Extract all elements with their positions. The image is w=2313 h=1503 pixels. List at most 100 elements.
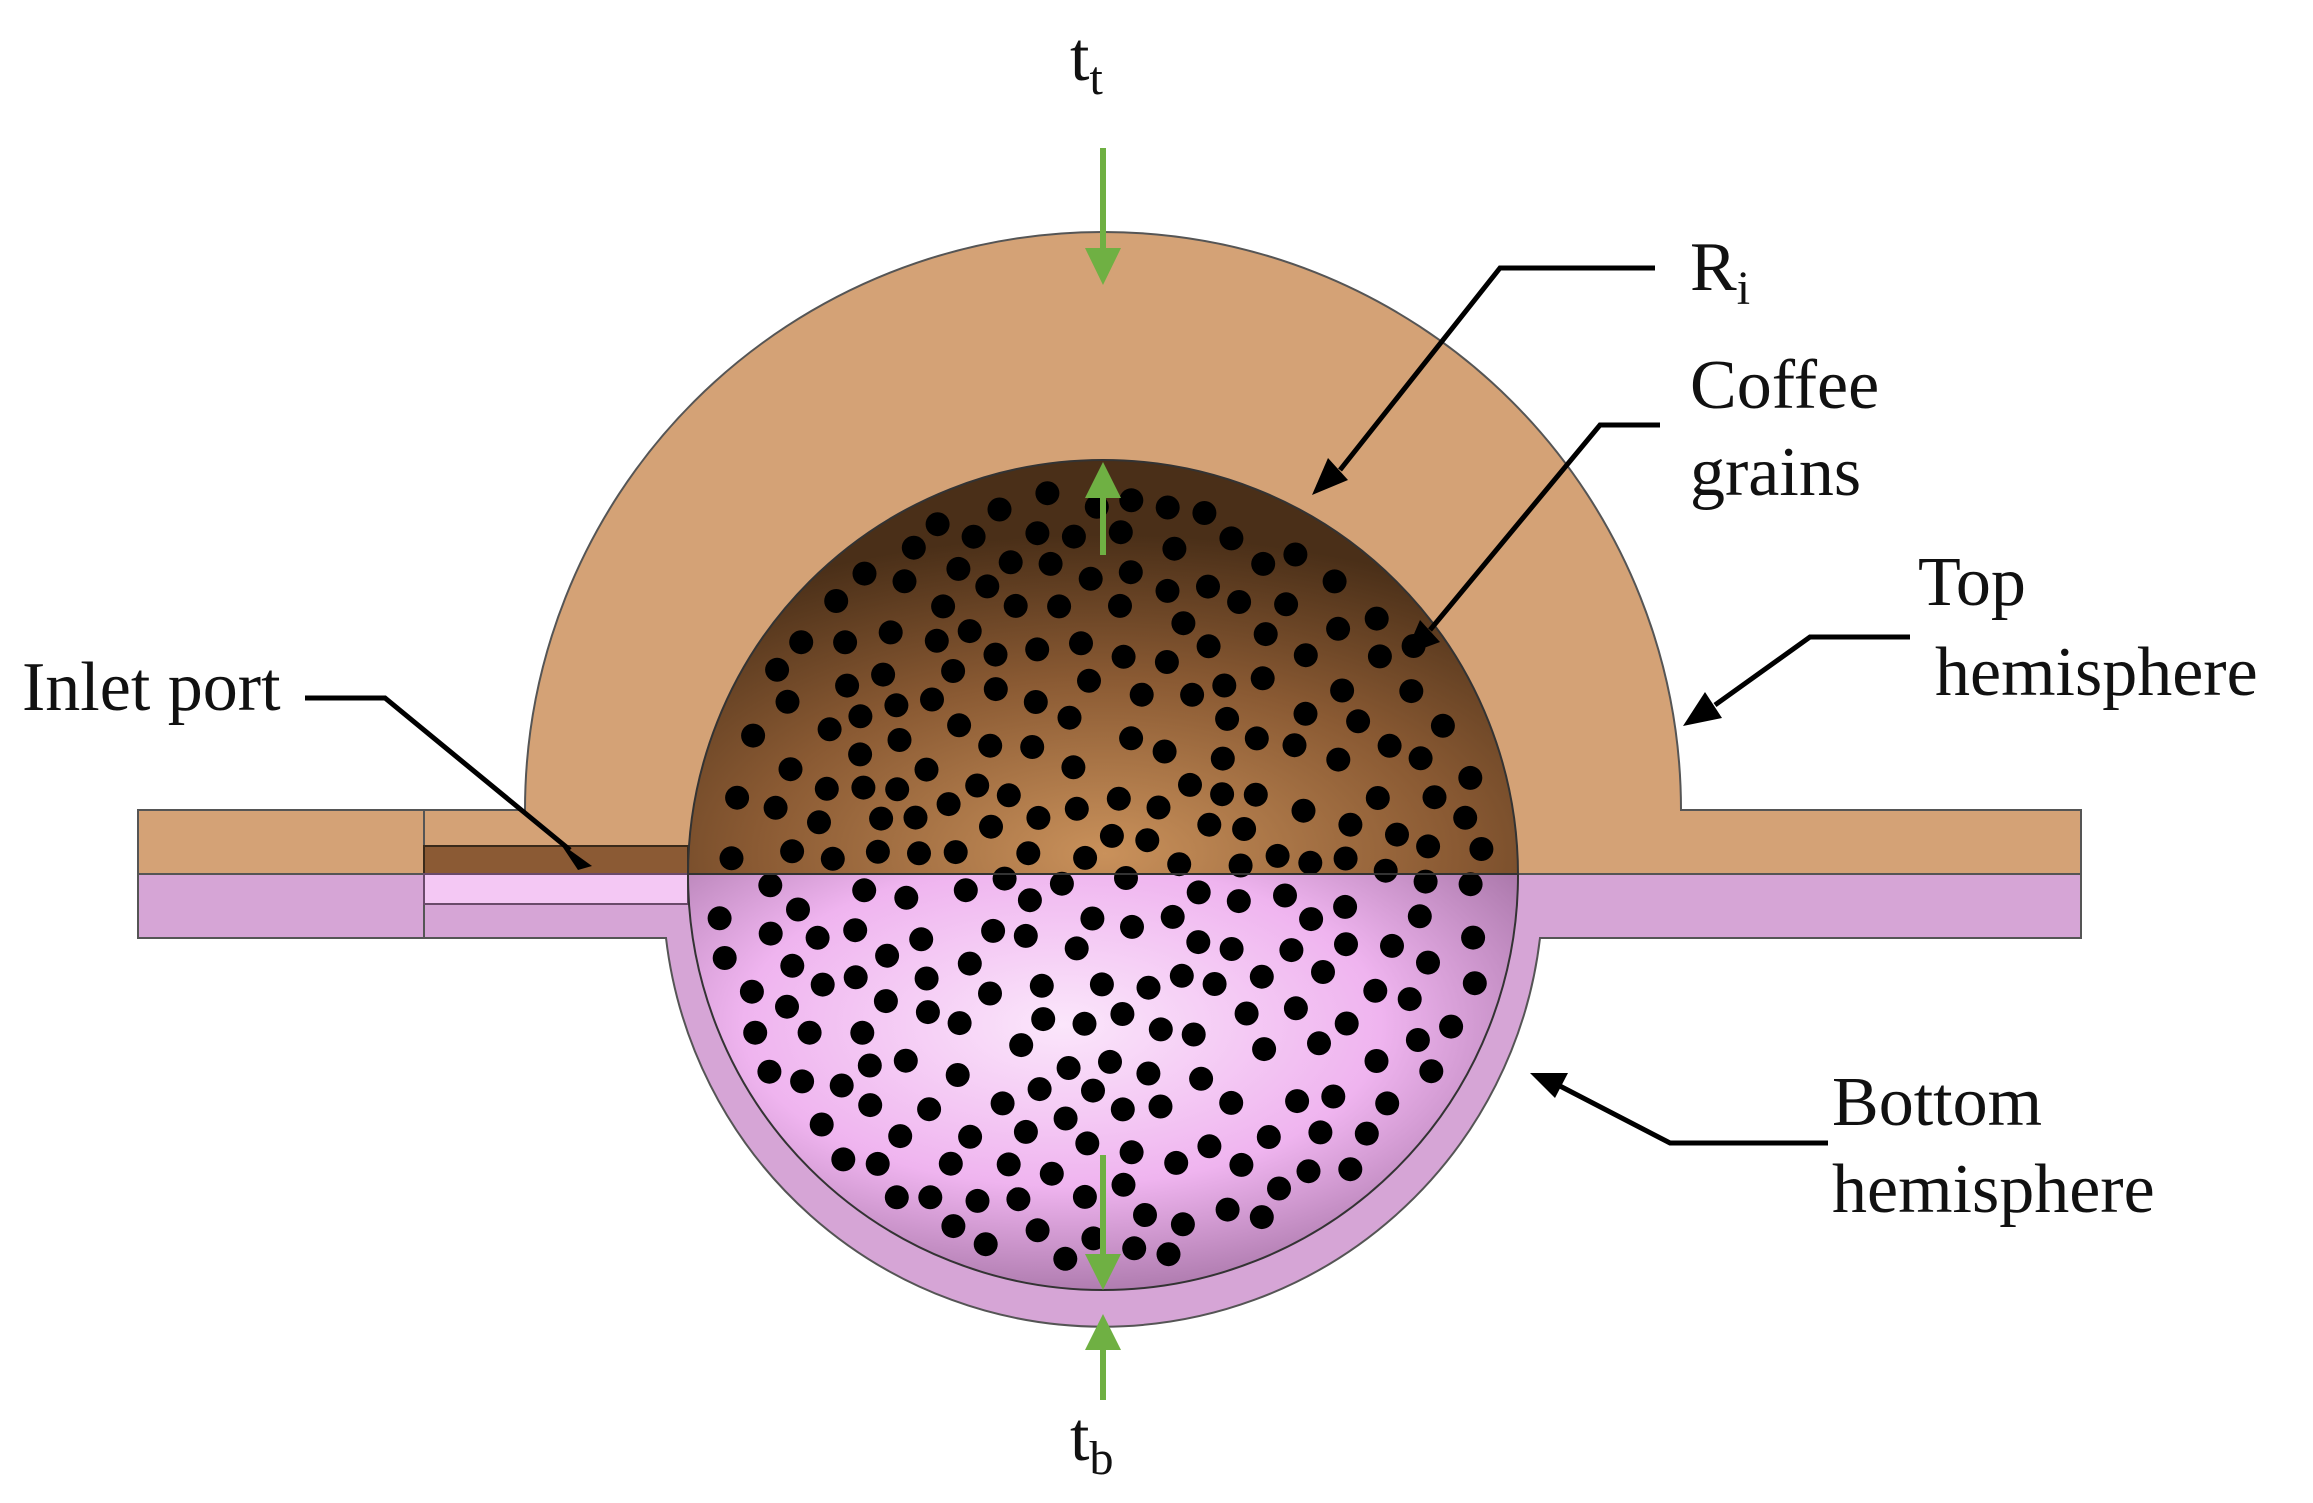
- coffee-grain: [996, 1152, 1021, 1177]
- coffee-grain: [814, 776, 839, 801]
- coffee-grain: [1013, 1119, 1038, 1144]
- coffee-grain: [888, 1124, 913, 1149]
- coffee-grain: [1333, 894, 1358, 919]
- coffee-grain: [979, 814, 1003, 839]
- coffee-grain: [809, 1112, 834, 1137]
- coffee-grain: [998, 550, 1023, 575]
- coffee-grain: [1106, 786, 1131, 811]
- coffee-grain: [1006, 1187, 1031, 1212]
- coffee-grain: [996, 783, 1021, 808]
- coffee-grain: [1023, 690, 1048, 714]
- coffee-grain: [987, 497, 1012, 522]
- coffee-grain: [1212, 673, 1237, 698]
- coffee-grain: [1253, 622, 1278, 647]
- coffee-grain: [1026, 805, 1051, 830]
- coffee-grain: [1251, 551, 1276, 576]
- coffee-grain: [947, 1011, 972, 1036]
- coffee-grain: [1219, 937, 1244, 961]
- coffee-grain: [1057, 705, 1082, 730]
- coffee-grain: [1118, 560, 1143, 585]
- coffee-grain: [914, 757, 939, 782]
- coffee-grain: [1169, 963, 1194, 988]
- coffee-grain: [758, 873, 783, 898]
- coffee-grain: [1053, 1246, 1078, 1271]
- coffee-grain: [843, 918, 868, 943]
- coffee-grain: [1089, 972, 1114, 997]
- coffee-grain: [1167, 852, 1192, 877]
- coffee-grain: [817, 717, 842, 742]
- coffee-grain: [878, 620, 903, 645]
- coffee-grain: [909, 927, 934, 952]
- coffee-grain: [941, 1214, 966, 1239]
- coffee-grain: [885, 777, 910, 802]
- coffee-grain: [907, 841, 931, 866]
- coffee-grain: [884, 1185, 909, 1210]
- coffee-grain: [1064, 796, 1089, 821]
- coffee-grain: [983, 642, 1008, 667]
- coffee-grain: [1133, 1203, 1157, 1227]
- coffee-grain: [917, 1097, 942, 1122]
- coffee-grain: [1210, 746, 1235, 771]
- coffee-grain: [1013, 923, 1038, 948]
- coffee-grain: [1064, 936, 1089, 961]
- coffee-grain: [1098, 1049, 1122, 1074]
- coffee-grain: [1334, 1011, 1359, 1036]
- coffee-grain: [920, 687, 944, 712]
- coffee-grain: [1035, 481, 1060, 506]
- label-t-top: tt: [1070, 19, 1103, 105]
- coffee-grain: [1385, 822, 1409, 847]
- coffee-grain: [1039, 1161, 1064, 1186]
- coffee-grain: [965, 773, 990, 798]
- coffee-grain: [1407, 904, 1432, 929]
- coffee-grain: [1453, 805, 1478, 830]
- coffee-grain: [865, 839, 890, 864]
- coffee-grain: [1311, 960, 1335, 984]
- coffee-grain: [1136, 1061, 1161, 1086]
- coffee-grain: [758, 921, 783, 946]
- coffee-grain: [831, 1147, 856, 1172]
- coffee-grain: [786, 897, 810, 922]
- coffee-grain: [1111, 1172, 1136, 1197]
- coffee-grain: [943, 840, 968, 865]
- coffee-grain: [725, 785, 750, 810]
- coffee-grain: [1326, 747, 1351, 772]
- coffee-grain: [1285, 1089, 1310, 1114]
- coffee-grain: [790, 1069, 815, 1094]
- coffee-grain: [1210, 782, 1235, 807]
- coffee-grain: [1215, 1197, 1240, 1222]
- coffee-grain: [1162, 536, 1187, 561]
- coffee-grain: [1146, 795, 1171, 820]
- coffee-grain: [1249, 1205, 1274, 1230]
- coffee-grain: [712, 946, 737, 970]
- coffee-grain: [1192, 501, 1217, 525]
- coffee-grain: [1322, 569, 1347, 594]
- coffee-grain: [992, 866, 1017, 891]
- coffee-grain: [947, 713, 972, 738]
- coffee-grain: [1072, 1011, 1097, 1036]
- coffee-grain: [1252, 1037, 1277, 1062]
- coffee-grain: [843, 965, 868, 990]
- coffee-grain: [1419, 1059, 1444, 1084]
- coffee-grain: [1226, 889, 1251, 914]
- coffee-grain: [865, 1151, 890, 1176]
- coffee-grain: [1111, 644, 1136, 669]
- coffee-grain: [931, 594, 956, 619]
- coffee-grain: [1110, 1002, 1135, 1026]
- coffee-grain: [1016, 841, 1041, 866]
- coffee-grain: [1189, 1066, 1214, 1091]
- coffee-grain: [1025, 521, 1050, 546]
- coffee-grain: [1197, 812, 1222, 837]
- coffee-grain: [1439, 1014, 1464, 1039]
- coffee-grain: [1279, 938, 1304, 963]
- coffee-grain: [857, 1053, 882, 1078]
- coffee-grain: [1154, 650, 1179, 674]
- coffee-grain: [850, 1020, 875, 1045]
- coffee-grain: [1469, 837, 1494, 861]
- coffee-grain: [1282, 733, 1307, 758]
- coffee-grain: [887, 728, 912, 752]
- label-inlet-port: Inlet port: [22, 649, 281, 726]
- coffee-grain: [1077, 668, 1101, 693]
- coffee-grain: [1027, 1077, 1052, 1102]
- coffee-grain: [1053, 1106, 1078, 1131]
- coffee-grain: [1081, 1226, 1106, 1251]
